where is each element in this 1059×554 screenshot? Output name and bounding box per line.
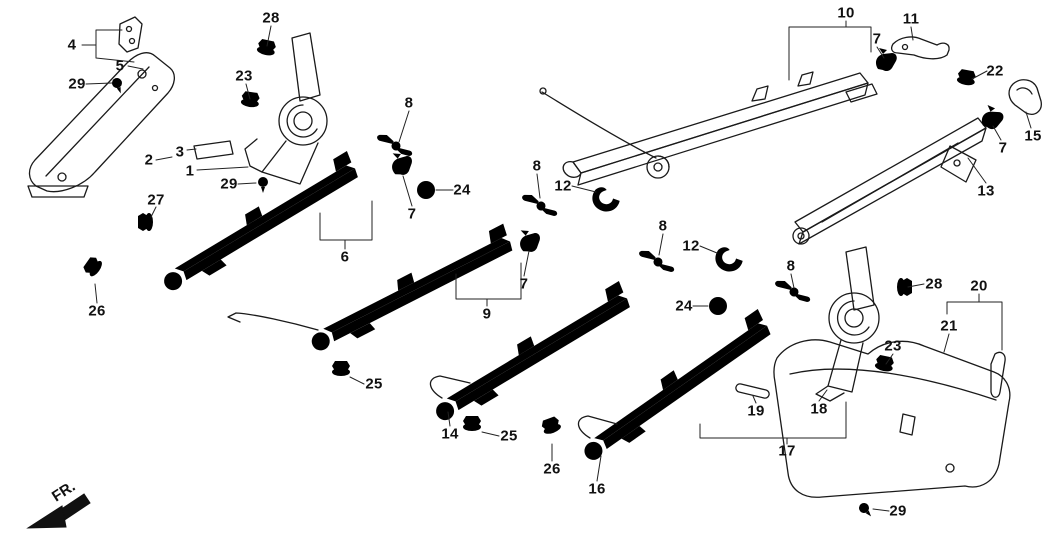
part-clip-7b	[980, 104, 1006, 131]
part-bracket-11	[891, 36, 950, 60]
part-screw-29c	[856, 500, 875, 520]
part-bolt-23a	[238, 90, 261, 120]
part-side-cover	[773, 339, 1011, 498]
part-rail-9	[302, 223, 520, 358]
part-torsion-rod	[227, 312, 319, 331]
part-knob-24a	[417, 181, 435, 199]
part-guide-12a	[589, 185, 622, 215]
part-knob-24b	[709, 297, 727, 315]
diagram-art	[27, 16, 1042, 520]
part-release-handle-14	[429, 375, 471, 399]
part-guide-12b	[712, 245, 745, 275]
leader-lines	[81, 20, 1032, 512]
part-rail-6	[154, 151, 366, 298]
part-clip-7d	[517, 227, 543, 254]
part-grip-19	[735, 383, 770, 399]
part-rail-16	[573, 309, 779, 468]
part-screw-29a	[110, 76, 126, 96]
part-cover-strip	[990, 351, 1006, 398]
fr-direction-arrow	[26, 493, 91, 529]
part-bolt-26b	[540, 415, 566, 447]
part-bolt-25b	[463, 416, 481, 442]
part-bolt-22	[954, 68, 977, 98]
part-recliner-adjuster-left	[193, 32, 328, 185]
part-release-handle-16	[577, 415, 618, 439]
part-bolt-28a	[253, 38, 277, 68]
part-screw-29b	[258, 177, 268, 193]
part-rail-13	[792, 117, 987, 245]
part-bolt-26a	[81, 254, 114, 285]
part-cap-15	[1008, 79, 1042, 115]
part-recliner-adjuster-right	[815, 246, 880, 402]
part-rail-10	[539, 71, 878, 186]
part-lever-8c	[638, 243, 675, 279]
part-pin-27	[138, 213, 164, 231]
part-bolt-25a	[332, 361, 350, 387]
part-bolt-23b	[871, 354, 895, 384]
part-front-riser	[27, 16, 175, 198]
part-rail-14	[426, 281, 638, 428]
